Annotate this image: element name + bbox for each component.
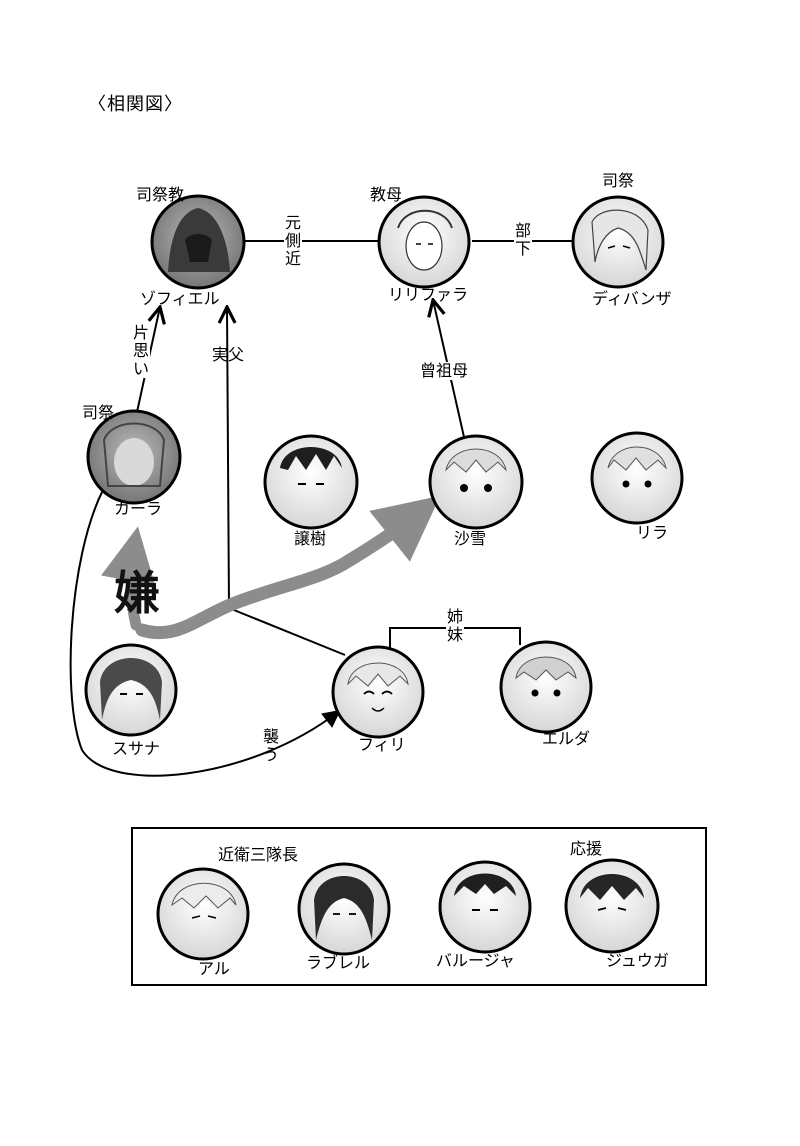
guard-label-right: 応援 [570,839,603,858]
portrait-raburel [297,862,391,956]
name-zofiel: ゾフィエル [140,289,220,308]
role-kara: 司祭 [82,403,115,422]
portrait-zofiel [150,194,246,290]
portrait-divanza [571,195,665,289]
arrow-susana-firi [69,489,341,777]
name-barujah: バルージャ [436,951,515,970]
name-eruda: エルダ [542,729,591,748]
portrait-susana [84,643,178,737]
role-zofiel: 司祭教 [136,185,185,204]
portrait-ririfara [377,195,471,289]
name-aru: アル [198,959,230,978]
gray-arrow-to-kara [101,526,156,631]
portrait-joju [263,434,359,530]
name-divanza: ディバンザ [592,289,672,308]
page-title: 〈相関図〉 [88,94,183,115]
relation-ririfara-divanza: 部下 [514,221,532,258]
guard-box [131,827,707,986]
arrow-firi-zofiel [227,307,229,609]
portrait-barujah [438,860,532,954]
relation-susana-sayuki: 嫌 [114,566,160,620]
portrait-kara [86,409,182,505]
relation-kara-zofiel: 片思い [132,323,150,378]
name-juuga: ジュウガ [606,951,669,970]
role-ririfara: 教母 [370,185,403,204]
portrait-aru [156,867,250,961]
guard-label-left: 近衛三隊長 [218,845,299,864]
relation-firi-zofiel: 実父 [212,345,245,364]
name-rira: リラ [636,523,669,542]
name-joju: 譲樹 [294,529,327,548]
name-susana: スサナ [112,739,161,758]
portrait-juuga [564,858,660,954]
role-divanza: 司祭 [602,171,635,190]
relation-susana-firi: 襲う [262,727,279,764]
name-firi: フィリ [358,735,406,754]
name-raburel: ラブレル [306,953,371,972]
relation-zofiel-ririfara: 元側近 [284,213,302,268]
portrait-sayuki [428,434,524,530]
line-firi-junction [228,607,346,656]
name-kara: カーラ [114,499,163,518]
name-ririfara: リリファラ [388,285,469,304]
portrait-firi [331,645,425,739]
gray-arrow-to-sayuki [135,495,441,640]
relation-firi-eruda: 姉妹 [446,607,464,644]
portrait-eruda [499,640,593,734]
name-sayuki: 沙雪 [454,529,487,548]
relation-sayuki-ririfara: 曾祖母 [420,361,469,380]
portrait-rira [590,431,684,525]
